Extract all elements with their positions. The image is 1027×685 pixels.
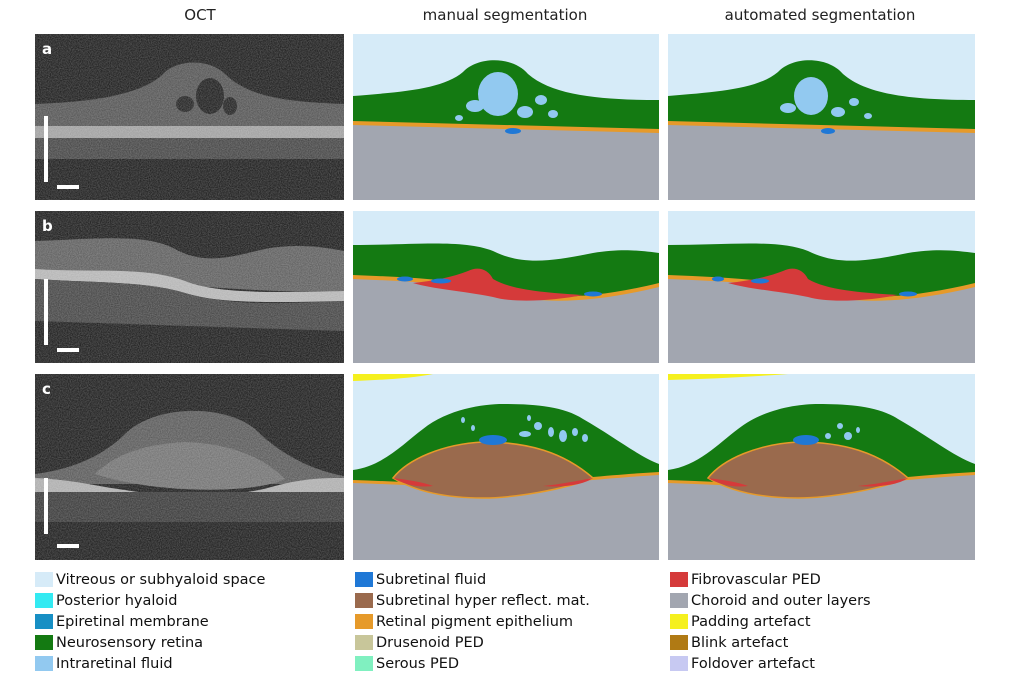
legend-column-1: Vitreous or subhyaloid space Posterior h… bbox=[35, 569, 265, 674]
manual-segmentation-b bbox=[353, 211, 659, 363]
legend-swatch bbox=[35, 572, 53, 587]
legend-item-serous-ped: Serous PED bbox=[355, 653, 590, 674]
legend-label: Fibrovascular PED bbox=[691, 571, 821, 588]
legend-label: Padding artefact bbox=[691, 613, 811, 630]
legend-label: Choroid and outer layers bbox=[691, 592, 871, 609]
legend-swatch bbox=[35, 593, 53, 608]
legend-item-epiretinal-membrane: Epiretinal membrane bbox=[35, 611, 265, 632]
legend-swatch bbox=[670, 572, 688, 587]
legend-label: Subretinal fluid bbox=[376, 571, 487, 588]
manual-segmentation-c bbox=[353, 374, 659, 560]
legend-label: Subretinal hyper reflect. mat. bbox=[376, 592, 590, 609]
legend-swatch bbox=[670, 614, 688, 629]
legend-item-posterior-hyaloid: Posterior hyaloid bbox=[35, 590, 265, 611]
legend-swatch bbox=[35, 614, 53, 629]
legend-label: Epiretinal membrane bbox=[56, 613, 209, 630]
legend-column-3: Fibrovascular PED Choroid and outer laye… bbox=[670, 569, 871, 674]
row-label-c: c bbox=[42, 380, 51, 398]
legend-swatch bbox=[670, 593, 688, 608]
legend-item-neurosensory-retina: Neurosensory retina bbox=[35, 632, 265, 653]
legend-label: Vitreous or subhyaloid space bbox=[56, 571, 266, 588]
legend-label: Intraretinal fluid bbox=[56, 655, 173, 672]
legend-item-blink-artefact: Blink artefact bbox=[670, 632, 871, 653]
legend-swatch bbox=[355, 656, 373, 671]
legend-swatch bbox=[355, 572, 373, 587]
legend-item-vitreous: Vitreous or subhyaloid space bbox=[35, 569, 265, 590]
legend-swatch bbox=[355, 635, 373, 650]
legend-column-2: Subretinal fluid Subretinal hyper reflec… bbox=[355, 569, 590, 674]
legend-label: Drusenoid PED bbox=[376, 634, 484, 651]
legend-swatch bbox=[670, 635, 688, 650]
row-label-b: b bbox=[42, 217, 53, 235]
legend-swatch bbox=[35, 656, 53, 671]
row-label-a: a bbox=[42, 40, 53, 58]
legend-swatch bbox=[670, 656, 688, 671]
legend-item-padding-artefact: Padding artefact bbox=[670, 611, 871, 632]
column-title-oct: OCT bbox=[184, 6, 216, 24]
automated-segmentation-a bbox=[668, 34, 975, 200]
oct-scan-b: b bbox=[35, 211, 344, 363]
legend-swatch bbox=[35, 635, 53, 650]
legend-label: Serous PED bbox=[376, 655, 460, 672]
legend-label: Posterior hyaloid bbox=[56, 592, 178, 609]
legend-label: Retinal pigment epithelium bbox=[376, 613, 574, 630]
legend-item-intraretinal-fluid: Intraretinal fluid bbox=[35, 653, 265, 674]
legend-swatch bbox=[355, 614, 373, 629]
oct-scan-c: c bbox=[35, 374, 344, 560]
legend-swatch bbox=[355, 593, 373, 608]
legend-item-drusenoid-ped: Drusenoid PED bbox=[355, 632, 590, 653]
legend-label: Blink artefact bbox=[691, 634, 789, 651]
legend-item-choroid: Choroid and outer layers bbox=[670, 590, 871, 611]
legend-item-shrm: Subretinal hyper reflect. mat. bbox=[355, 590, 590, 611]
legend-item-subretinal-fluid: Subretinal fluid bbox=[355, 569, 590, 590]
column-title-automated: automated segmentation bbox=[724, 6, 916, 24]
legend-item-fibrovascular-ped: Fibrovascular PED bbox=[670, 569, 871, 590]
automated-segmentation-b bbox=[668, 211, 975, 363]
legend-label: Neurosensory retina bbox=[56, 634, 204, 651]
legend-item-foldover-artefact: Foldover artefact bbox=[670, 653, 871, 674]
manual-segmentation-a bbox=[353, 34, 659, 200]
legend-label: Foldover artefact bbox=[691, 655, 815, 672]
automated-segmentation-c bbox=[668, 374, 975, 560]
oct-scan-a: a bbox=[35, 34, 344, 200]
legend-item-rpe: Retinal pigment epithelium bbox=[355, 611, 590, 632]
column-title-manual: manual segmentation bbox=[422, 6, 588, 24]
